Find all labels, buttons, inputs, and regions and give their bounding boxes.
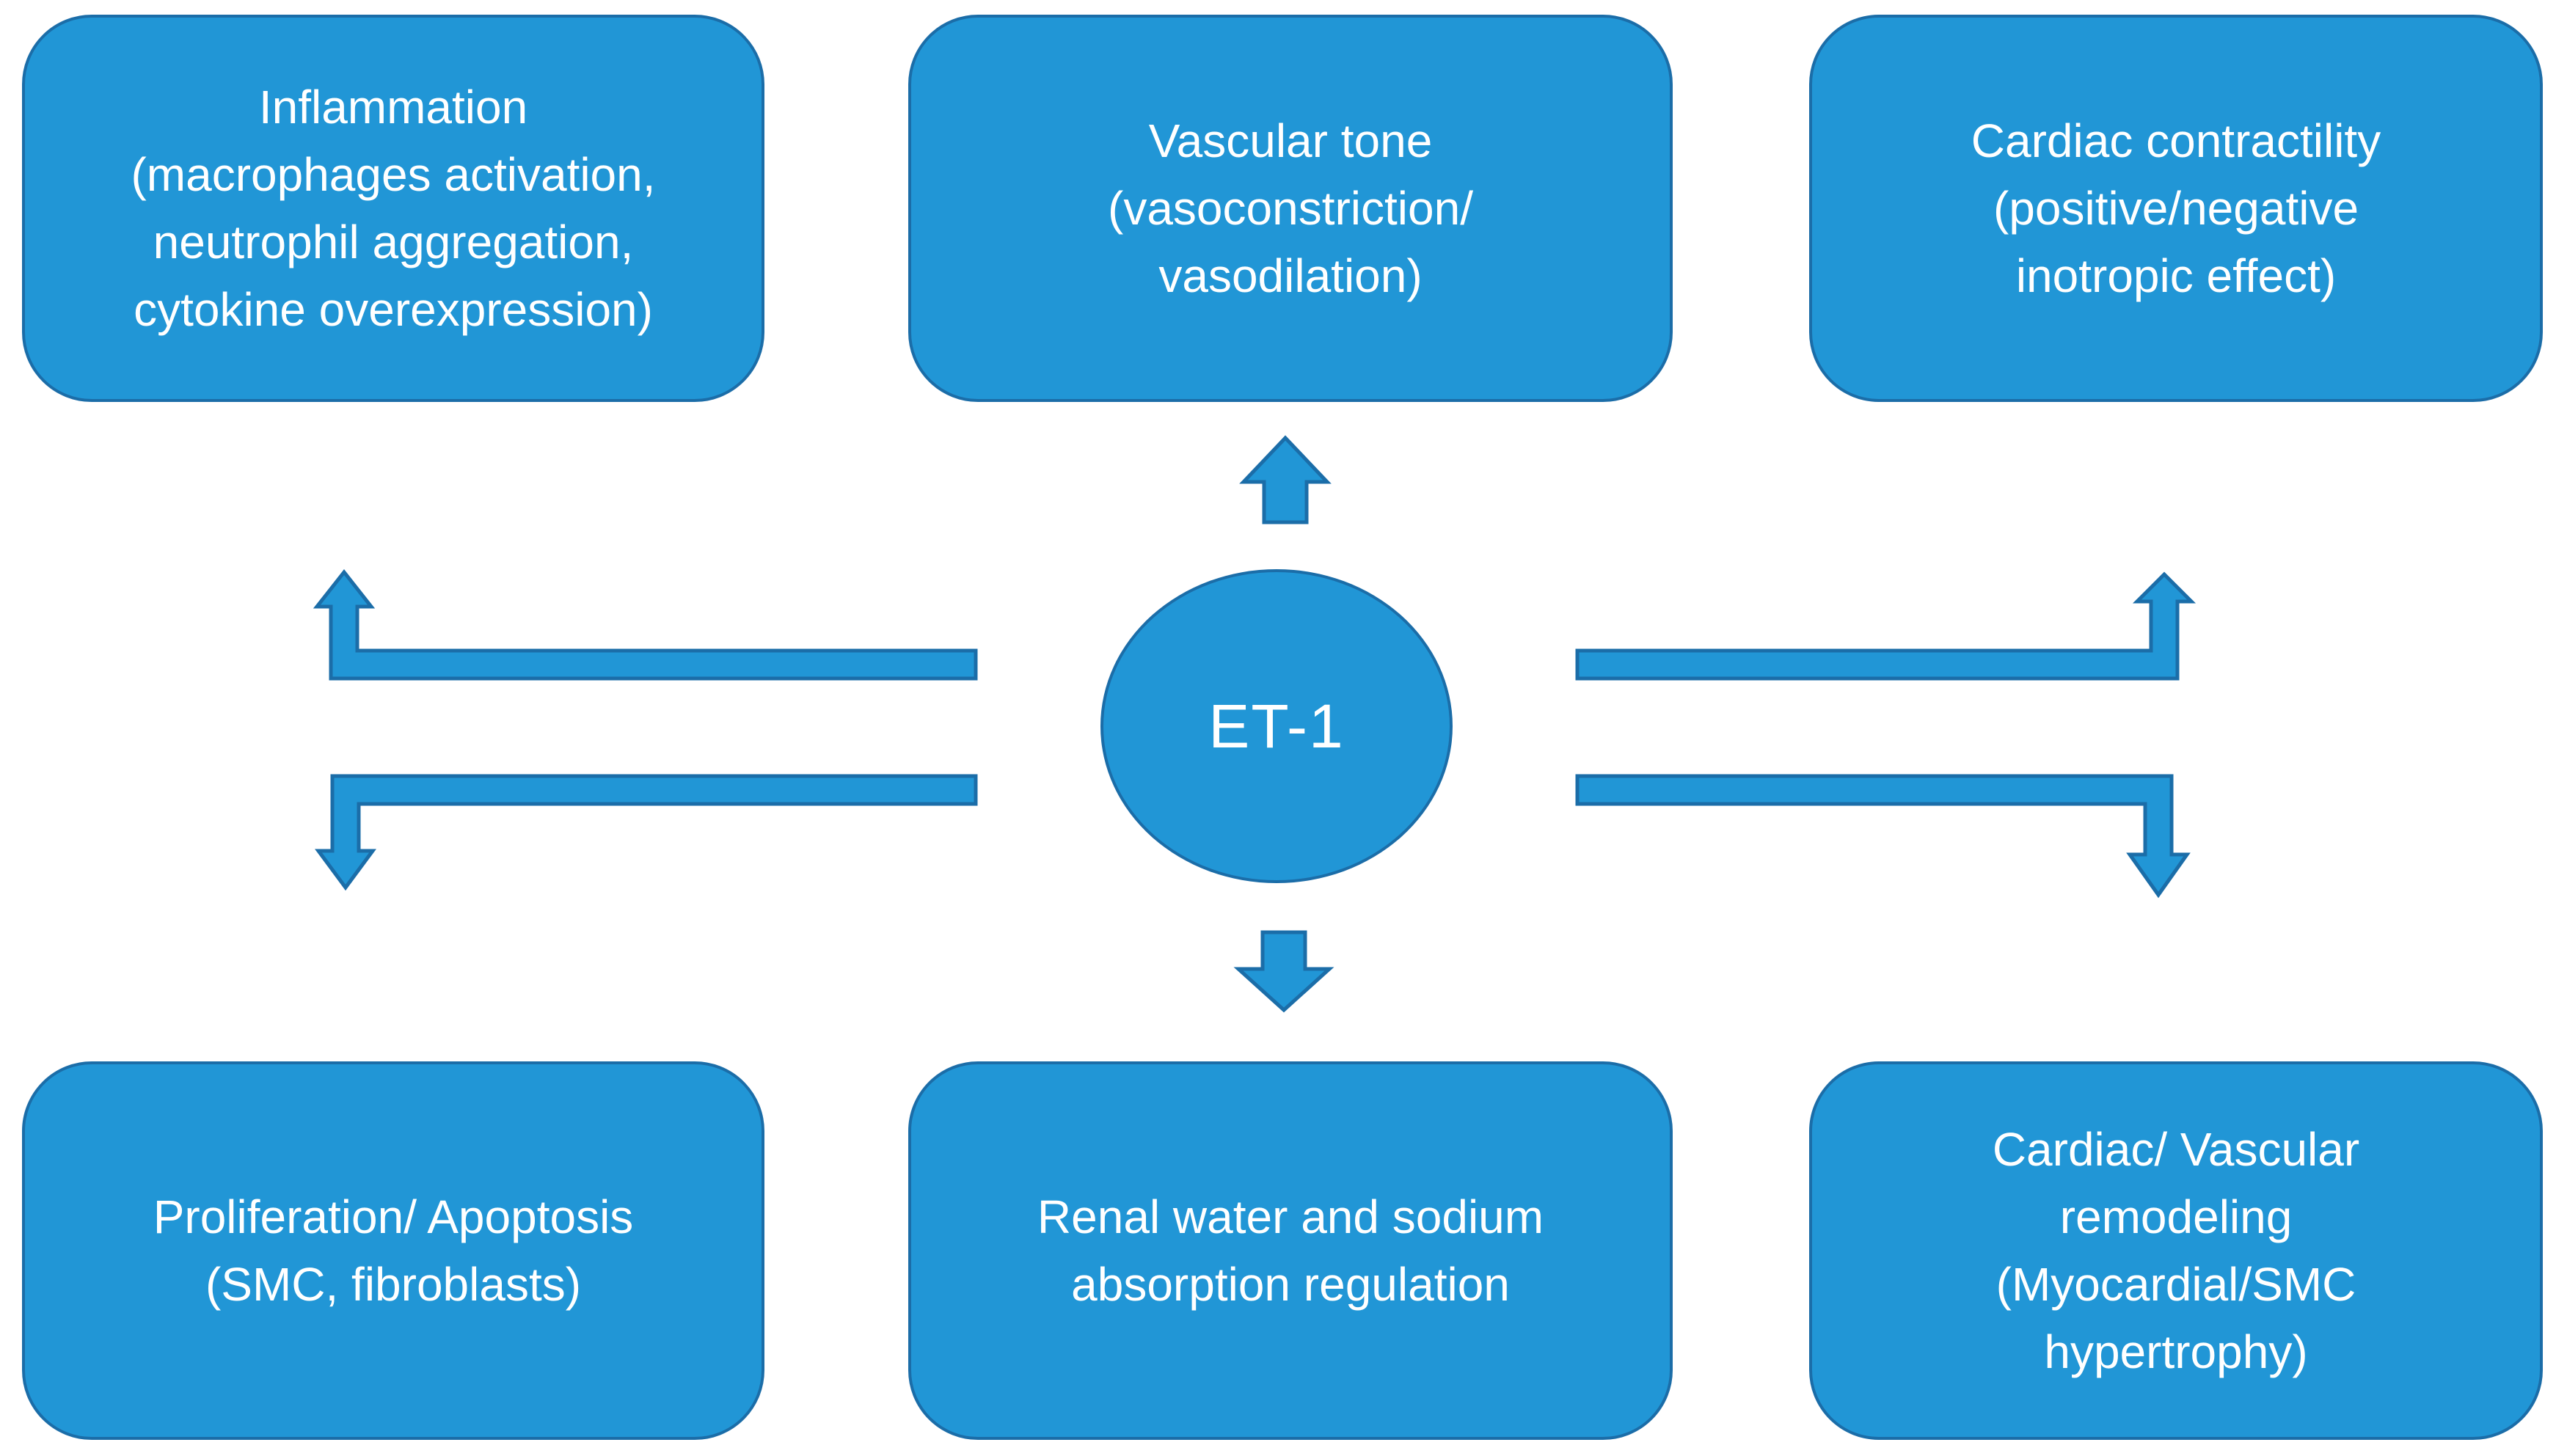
box-renal-regulation-text: Renal water and sodium absorption regula… bbox=[1037, 1190, 1544, 1311]
box-renal-regulation: Renal water and sodium absorption regula… bbox=[908, 1061, 1673, 1440]
up-arrow-icon bbox=[1239, 435, 1332, 524]
elbow-up-arrow-right-icon bbox=[1575, 571, 2197, 681]
box-cardiac-contractility-text: Cardiac contractility (positive/negative… bbox=[1971, 114, 2381, 302]
box-cardiac-vascular-remodeling-text: Cardiac/ Vascular remodeling (Myocardial… bbox=[1992, 1123, 2360, 1378]
box-inflammation-text: Inflammation (macrophages activation, ne… bbox=[131, 81, 656, 336]
box-cardiac-vascular-remodeling: Cardiac/ Vascular remodeling (Myocardial… bbox=[1809, 1061, 2543, 1440]
elbow-down-arrow-left-icon bbox=[315, 774, 978, 891]
elbow-up-arrow-left-icon bbox=[313, 568, 978, 681]
box-vascular-tone: Vascular tone (vasoconstriction/ vasodil… bbox=[908, 15, 1673, 402]
elbow-down-arrow-right-icon bbox=[1575, 774, 2191, 899]
box-inflammation: Inflammation (macrophages activation, ne… bbox=[22, 15, 764, 402]
box-proliferation-apoptosis-text: Proliferation/ Apoptosis (SMC, fibroblas… bbox=[153, 1190, 634, 1311]
et1-label: ET-1 bbox=[1208, 691, 1345, 761]
box-cardiac-contractility: Cardiac contractility (positive/negative… bbox=[1809, 15, 2543, 402]
down-arrow-icon bbox=[1233, 930, 1334, 1013]
box-vascular-tone-text: Vascular tone (vasoconstriction/ vasodil… bbox=[1108, 114, 1473, 302]
box-proliferation-apoptosis: Proliferation/ Apoptosis (SMC, fibroblas… bbox=[22, 1061, 764, 1440]
et1-ellipse: ET-1 bbox=[1100, 569, 1453, 883]
